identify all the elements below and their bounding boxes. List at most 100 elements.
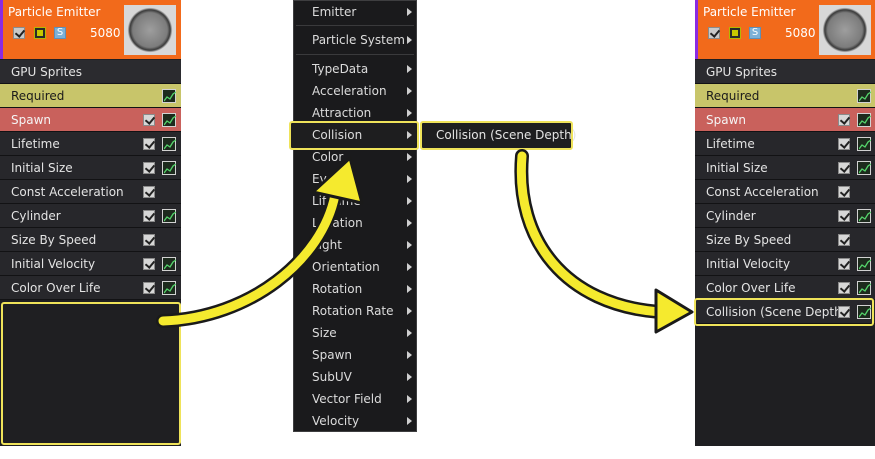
module-row-size-by-speed[interactable]: Size By Speed [0, 228, 181, 252]
module-row-required[interactable]: Required [0, 84, 181, 108]
curve-graph-icon[interactable] [857, 137, 871, 151]
curve-graph-icon[interactable] [857, 209, 871, 223]
menu-separator [296, 25, 414, 26]
emitter-accent-bar [0, 0, 3, 59]
module-enable-checkbox[interactable] [143, 114, 155, 126]
module-row-initial-size[interactable]: Initial Size [695, 156, 875, 180]
menu-item-vector-field[interactable]: Vector Field [294, 388, 416, 410]
solo-icon[interactable]: S [749, 27, 761, 39]
module-row-color-over-life[interactable]: Color Over Life [695, 276, 875, 300]
module-row-lifetime[interactable]: Lifetime [0, 132, 181, 156]
module-enable-checkbox[interactable] [838, 210, 850, 222]
curve-graph-icon[interactable] [162, 257, 176, 271]
curve-graph-icon[interactable] [857, 305, 871, 319]
module-list: GPU Sprites Required Spawn Lifetime Init… [0, 60, 181, 300]
emitter-panel-before: Particle Emitter S 5080 GPU Sprites Requ… [0, 0, 181, 446]
module-row-initial-velocity[interactable]: Initial Velocity [695, 252, 875, 276]
submenu-arrow-icon [407, 109, 412, 117]
curve-graph-icon[interactable] [857, 89, 871, 103]
empty-module-area-highlight[interactable] [1, 302, 181, 445]
module-row-spawn[interactable]: Spawn [695, 108, 875, 132]
menu-item-typedata[interactable]: TypeData [294, 58, 416, 80]
menu-item-label: TypeData [312, 62, 369, 76]
menu-separator [296, 54, 414, 55]
module-row-cylinder[interactable]: Cylinder [0, 204, 181, 228]
module-list: GPU Sprites Required Spawn Lifetime Init… [695, 60, 875, 324]
emitter-header[interactable]: Particle Emitter S 5080 [695, 0, 875, 59]
emitter-thumbnail [124, 5, 176, 55]
emitter-accent-bar [695, 0, 698, 59]
module-row-initial-size[interactable]: Initial Size [0, 156, 181, 180]
module-enable-checkbox[interactable] [838, 258, 850, 270]
module-row-required[interactable]: Required [695, 84, 875, 108]
curve-graph-icon[interactable] [162, 89, 176, 103]
menu-item-acceleration[interactable]: Acceleration [294, 80, 416, 102]
submenu-arrow-icon [407, 153, 412, 161]
module-enable-checkbox[interactable] [143, 186, 155, 198]
curve-graph-icon[interactable] [162, 161, 176, 175]
menu-item-label: Acceleration [312, 84, 387, 98]
module-enable-checkbox[interactable] [143, 234, 155, 246]
submenu-collision-scene-depth[interactable]: Collision (Scene Depth) [420, 121, 576, 150]
module-row-lifetime[interactable]: Lifetime [695, 132, 875, 156]
module-enable-checkbox[interactable] [143, 282, 155, 294]
curve-graph-icon[interactable] [857, 161, 871, 175]
module-enable-checkbox[interactable] [838, 234, 850, 246]
emitter-header[interactable]: Particle Emitter S 5080 [0, 0, 181, 59]
module-row-collision-scene-depth[interactable]: Collision (Scene Depth) [695, 300, 875, 324]
submenu-arrow-icon [407, 175, 412, 183]
menu-item-label: Collision [312, 128, 363, 142]
menu-item-collision[interactable]: Collision [289, 121, 419, 150]
module-row-cylinder[interactable]: Cylinder [695, 204, 875, 228]
curve-graph-icon[interactable] [857, 257, 871, 271]
submenu-arrow-icon [407, 87, 412, 95]
module-row-gpu-sprites[interactable]: GPU Sprites [695, 60, 875, 84]
module-enable-checkbox[interactable] [838, 186, 850, 198]
menu-item-orientation[interactable]: Orientation [294, 256, 416, 278]
menu-item-spawn[interactable]: Spawn [294, 344, 416, 366]
module-row-const-acceleration[interactable]: Const Acceleration [0, 180, 181, 204]
module-row-initial-velocity[interactable]: Initial Velocity [0, 252, 181, 276]
curve-graph-icon[interactable] [857, 281, 871, 295]
menu-item-subuv[interactable]: SubUV [294, 366, 416, 388]
module-row-size-by-speed[interactable]: Size By Speed [695, 228, 875, 252]
menu-item-size[interactable]: Size [294, 322, 416, 344]
enable-checkbox[interactable] [708, 27, 720, 39]
curve-graph-icon[interactable] [162, 113, 176, 127]
particle-count: 5080 [785, 26, 816, 40]
menu-item-color[interactable]: Color [294, 146, 416, 168]
menu-item-emitter[interactable]: Emitter [294, 1, 416, 23]
menu-item-particle-system[interactable]: Particle System [294, 29, 416, 51]
module-enable-checkbox[interactable] [143, 162, 155, 174]
menu-item-rotation[interactable]: Rotation [294, 278, 416, 300]
module-row-spawn[interactable]: Spawn [0, 108, 181, 132]
module-label: Lifetime [706, 137, 755, 151]
menu-item-attraction[interactable]: Attraction [294, 102, 416, 124]
module-enable-checkbox[interactable] [143, 258, 155, 270]
module-enable-checkbox[interactable] [143, 138, 155, 150]
menu-item-label: Rotation Rate [312, 304, 394, 318]
render-mode-icon[interactable] [729, 27, 741, 39]
module-enable-checkbox[interactable] [838, 138, 850, 150]
menu-item-velocity[interactable]: Velocity [294, 410, 416, 432]
module-enable-checkbox[interactable] [838, 306, 850, 318]
curve-graph-icon[interactable] [857, 113, 871, 127]
module-row-gpu-sprites[interactable]: GPU Sprites [0, 60, 181, 84]
module-enable-checkbox[interactable] [838, 114, 850, 126]
curve-graph-icon[interactable] [162, 281, 176, 295]
module-enable-checkbox[interactable] [838, 162, 850, 174]
new-module-highlight [694, 298, 874, 326]
module-label: Initial Velocity [11, 257, 96, 271]
module-enable-checkbox[interactable] [838, 282, 850, 294]
solo-icon[interactable]: S [54, 27, 66, 39]
render-mode-icon[interactable] [34, 27, 46, 39]
module-row-const-acceleration[interactable]: Const Acceleration [695, 180, 875, 204]
module-row-color-over-life[interactable]: Color Over Life [0, 276, 181, 300]
curve-graph-icon[interactable] [162, 209, 176, 223]
curve-graph-icon[interactable] [162, 137, 176, 151]
enable-checkbox[interactable] [13, 27, 25, 39]
module-enable-checkbox[interactable] [143, 210, 155, 222]
module-label: Spawn [11, 113, 52, 127]
menu-item-rotation-rate[interactable]: Rotation Rate [294, 300, 416, 322]
